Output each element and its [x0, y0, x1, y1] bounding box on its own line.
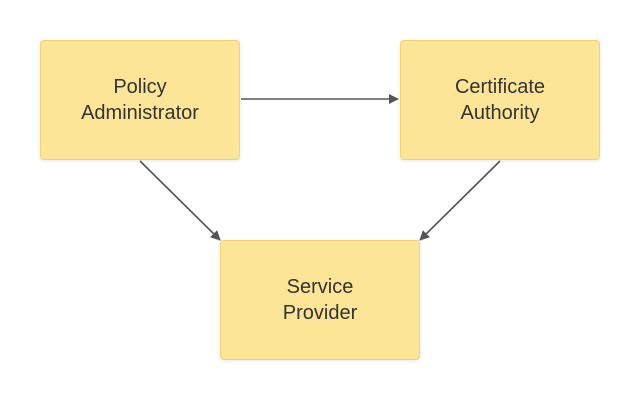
- node-label-line: Certificate: [454, 76, 546, 98]
- node-label-line: Policy: [113, 76, 167, 98]
- arrow-certificate-to-service: [419, 160, 501, 241]
- arrow-policy-to-service: [139, 160, 221, 241]
- node-policy-administrator[interactable]: Policy Administrator: [40, 40, 240, 160]
- node-label-line: Service: [286, 276, 354, 298]
- node-label: Policy Administrator: [81, 74, 199, 126]
- node-label: Certificate Authority: [455, 74, 545, 126]
- node-service-provider[interactable]: Service Provider: [220, 240, 420, 360]
- node-label-line: Provider: [282, 302, 358, 324]
- node-certificate-authority[interactable]: Certificate Authority: [400, 40, 600, 160]
- node-label-line: Administrator: [81, 102, 199, 124]
- node-label-line: Authority: [460, 102, 540, 124]
- node-label: Service Provider: [283, 274, 357, 326]
